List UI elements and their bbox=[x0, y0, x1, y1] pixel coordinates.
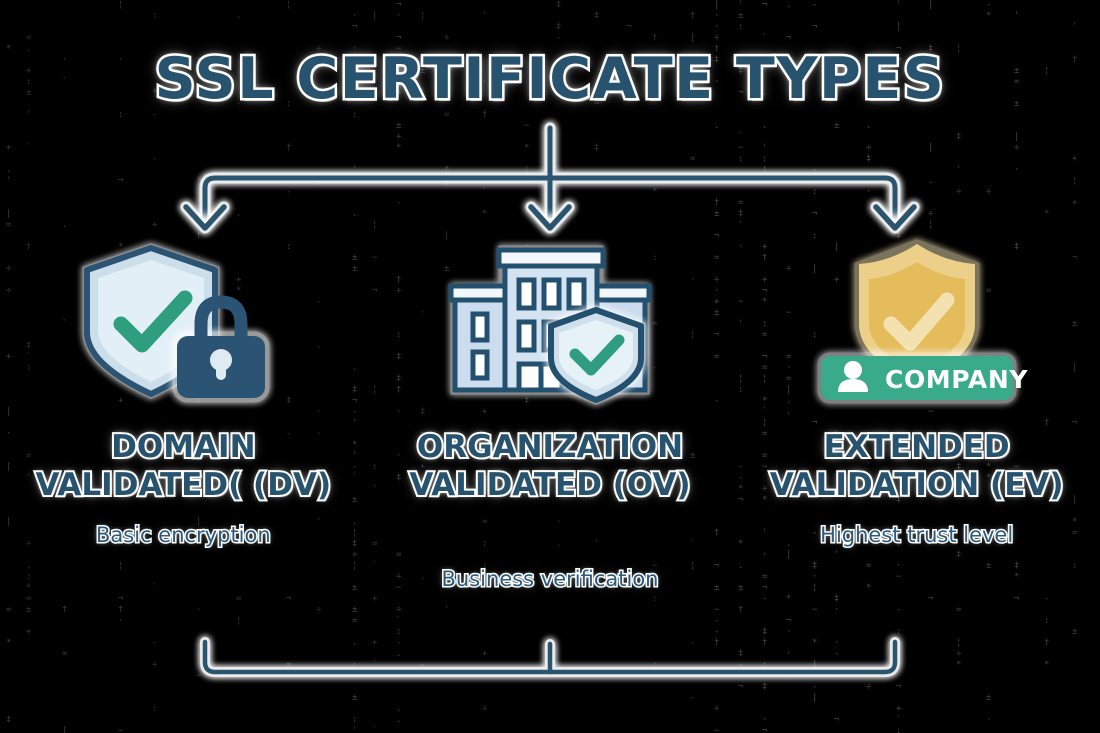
dv-icon-box bbox=[73, 236, 293, 406]
cert-subtitle-ev: Highest trust level bbox=[819, 521, 1015, 548]
cert-subtitle-ov: Business verification bbox=[440, 565, 660, 592]
gold-shield-check-icon: COMPANY bbox=[817, 239, 1028, 404]
certificate-columns: DOMAIN VALIDATED( (DV) Basic encryption bbox=[0, 236, 1100, 636]
office-building-shield-icon bbox=[448, 245, 652, 405]
bottom-bracket-connector bbox=[200, 637, 900, 677]
top-branch-connector bbox=[180, 122, 920, 234]
cert-title-ev: EXTENDED VALIDATION (EV) bbox=[768, 427, 1066, 505]
certificate-card-dv: DOMAIN VALIDATED( (DV) Basic encryption bbox=[0, 236, 367, 636]
company-badge-label: COMPANY bbox=[885, 365, 1028, 394]
shield-check-padlock-icon bbox=[82, 243, 270, 403]
certificate-card-ov: ORGANIZATION VALIDATED (OV) Business ver… bbox=[367, 236, 734, 636]
cert-title-dv: DOMAIN VALIDATED( (DV) bbox=[34, 427, 334, 505]
ev-icon-box: COMPANY bbox=[807, 236, 1027, 406]
cert-subtitle-dv: Basic encryption bbox=[95, 521, 273, 548]
page-title: SSL CERTIFICATE TYPES bbox=[152, 44, 946, 115]
certificate-card-ev: COMPANY EXTENDED VALIDATION (EV) Highest… bbox=[733, 236, 1100, 636]
ov-icon-box bbox=[435, 236, 665, 406]
person-icon bbox=[837, 361, 868, 392]
company-badge: COMPANY bbox=[817, 352, 1028, 404]
cert-title-ov: ORGANIZATION VALIDATED (OV) bbox=[407, 427, 692, 505]
